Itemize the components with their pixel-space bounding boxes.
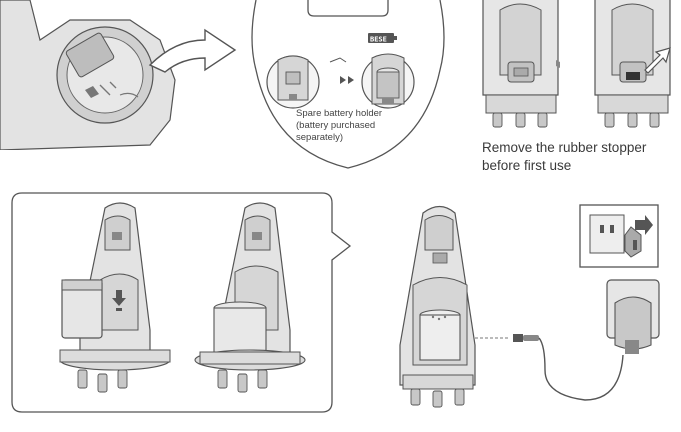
vacuum-battery-closeup	[0, 0, 250, 150]
wall-socket-adapter	[606, 279, 660, 354]
caption-line: separately)	[296, 132, 343, 143]
stopper-removal-illustration	[478, 0, 678, 135]
insert-arrow-icon	[112, 290, 126, 311]
holder-with-battery	[194, 202, 306, 393]
caption-line: (battery purchased	[296, 120, 376, 131]
charging-setup	[395, 195, 675, 420]
charging-dock	[399, 205, 476, 408]
curved-arrow-icon	[148, 28, 237, 73]
dock-with-stopper	[482, 0, 560, 128]
dock-without-stopper	[594, 0, 671, 128]
svg-text:BESE: BESE	[370, 36, 387, 44]
dc-connector	[513, 334, 624, 401]
spare-holder-detail: BESE	[248, 0, 448, 190]
caption-line: Spare battery holder	[296, 108, 383, 119]
caption-line: before first use	[482, 158, 572, 173]
holder-inserting-battery	[59, 202, 171, 393]
spare-holder-caption: Spare battery holder (battery purchased …	[296, 108, 416, 144]
battery-insert-callout	[10, 190, 355, 420]
battery-icon: BESE	[368, 33, 397, 44]
caption-line: Remove the rubber stopper	[482, 140, 647, 155]
remove-stopper-caption: Remove the rubber stopper before first u…	[482, 139, 681, 175]
plug-in-icon	[579, 204, 659, 268]
arrow-right-icon	[340, 76, 354, 84]
removal-arrow-icon	[644, 47, 671, 74]
